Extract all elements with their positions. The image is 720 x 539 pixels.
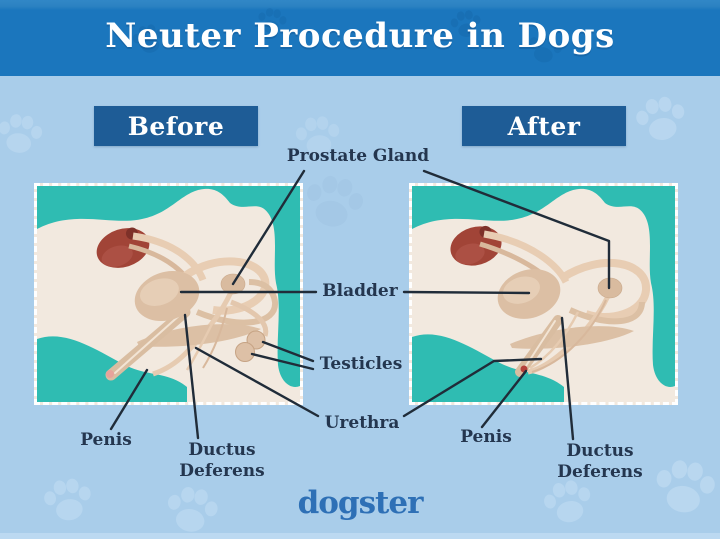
bottom-edge-strip <box>0 533 720 539</box>
prostate-shape <box>220 273 246 295</box>
after-badge: After <box>462 106 626 146</box>
diagram-after <box>409 183 678 405</box>
before-badge: Before <box>94 106 258 146</box>
paw-print-icon <box>0 105 49 164</box>
incision-site-dot <box>520 365 528 373</box>
paw-print-icon <box>627 85 694 152</box>
anatomy-illustration-after <box>412 186 675 402</box>
label-penis-before: Penis <box>80 430 132 450</box>
label-ductus-deferens-before: Ductus Deferens <box>179 440 265 482</box>
dogster-logo: dogster <box>297 485 424 521</box>
bladder-shape <box>134 271 200 321</box>
label-ductus-deferens-after: Ductus Deferens <box>557 441 643 483</box>
diagram-before <box>34 183 303 405</box>
paw-print-icon <box>294 162 375 243</box>
label-prostate-gland: Prostate Gland <box>286 146 430 166</box>
label-bladder: Bladder <box>322 281 398 301</box>
label-testicles: Testicles <box>319 354 403 374</box>
header-bar <box>0 0 720 76</box>
label-penis-after: Penis <box>460 427 512 447</box>
prostate-shape <box>597 277 623 299</box>
page-title: Neuter Procedure in Dogs <box>105 16 615 56</box>
label-urethra: Urethra <box>324 413 400 433</box>
anatomy-illustration-before <box>37 186 300 402</box>
